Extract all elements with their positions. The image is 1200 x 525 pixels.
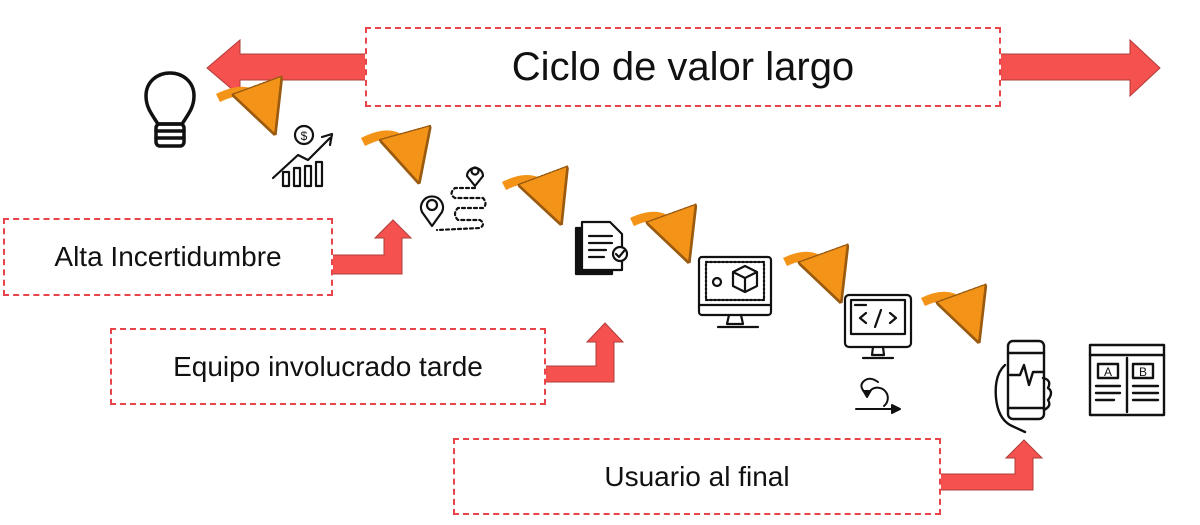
flow-arrow xyxy=(216,91,266,110)
documents-icon xyxy=(574,220,629,276)
problem-box-3 xyxy=(453,438,941,515)
right-arrow xyxy=(997,38,1161,98)
code-monitor-icon xyxy=(843,293,913,360)
flow-arrow xyxy=(921,296,970,318)
problem-arrow-1 xyxy=(331,219,413,275)
problem-label-uncertainty: Alta Incertidumbre xyxy=(54,241,282,272)
problem-arrow-2 xyxy=(544,322,625,383)
flow-arrow xyxy=(630,216,680,238)
roadmap-icon xyxy=(419,166,487,232)
problem-label-user-last: Usuario al final xyxy=(604,460,790,492)
flow-arrow xyxy=(360,135,412,158)
left-arrow xyxy=(206,38,371,98)
mobile-hand-icon xyxy=(994,339,1053,434)
scrum-loop-icon xyxy=(855,377,901,414)
variant-b-label: B xyxy=(1139,365,1147,379)
finance-growth-icon: $ xyxy=(271,124,334,188)
flow-arrows xyxy=(216,91,970,318)
diagram-title: Ciclo de valor largo xyxy=(511,44,855,89)
flow-arrow xyxy=(783,256,832,278)
flow-arrow xyxy=(501,180,552,200)
svg-text:$: $ xyxy=(301,129,308,143)
problem-box-2 xyxy=(110,328,546,405)
variant-a-label: A xyxy=(1104,365,1112,379)
problem-arrow-3 xyxy=(939,439,1044,491)
problem-label-late-team: Equipo involucrado tarde xyxy=(173,350,483,382)
problem-box-1 xyxy=(3,218,333,296)
design-monitor-icon xyxy=(697,255,773,329)
ab-test-icon: A B xyxy=(1088,343,1166,417)
lightbulb-icon xyxy=(144,71,196,148)
title-box xyxy=(365,27,1001,107)
